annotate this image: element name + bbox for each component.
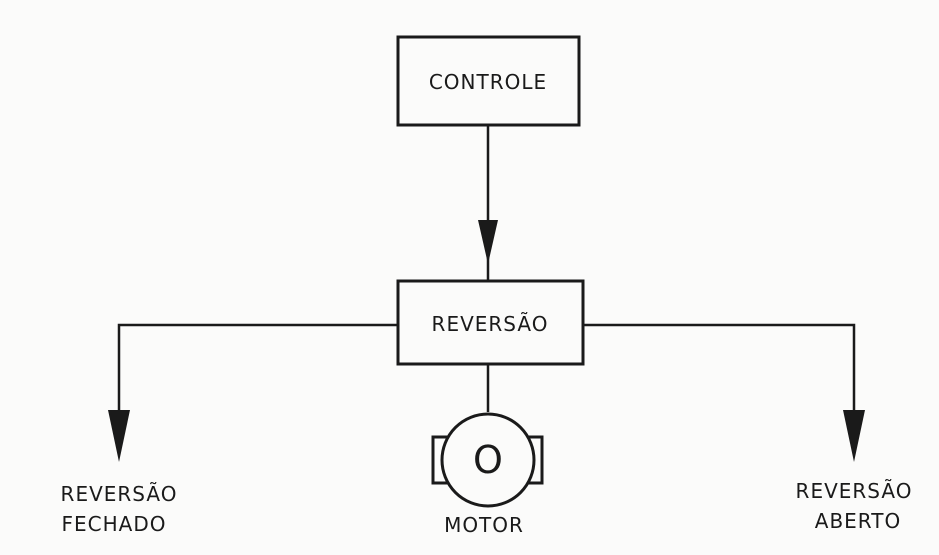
aberto-label-line1: REVERSÃO [796,479,913,503]
aberto-arrowhead [843,410,865,462]
reversao-box [396,279,585,366]
reversao-label: REVERSÃO [432,312,549,336]
aberto-label-line2: ABERTO [815,509,901,533]
reversao-node: REVERSÃO [396,279,585,366]
motor-housing [440,412,536,508]
motor-rotor-symbol: O [473,438,503,482]
controle-label: CONTROLE [429,70,547,94]
fechado-label-line1: REVERSÃO [61,482,178,506]
fechado-label-line2: FECHADO [62,512,167,536]
reversao-to-aberto-line [583,323,856,420]
fechado-arrowhead [108,410,130,462]
motor-icon: O [431,412,544,508]
motor-label: MOTOR [444,513,524,537]
reversao-to-fechado-line [117,323,398,420]
controle-node: CONTROLE [396,35,581,127]
controle-to-reversao-arrowhead [478,220,498,264]
controle-box [396,35,581,127]
